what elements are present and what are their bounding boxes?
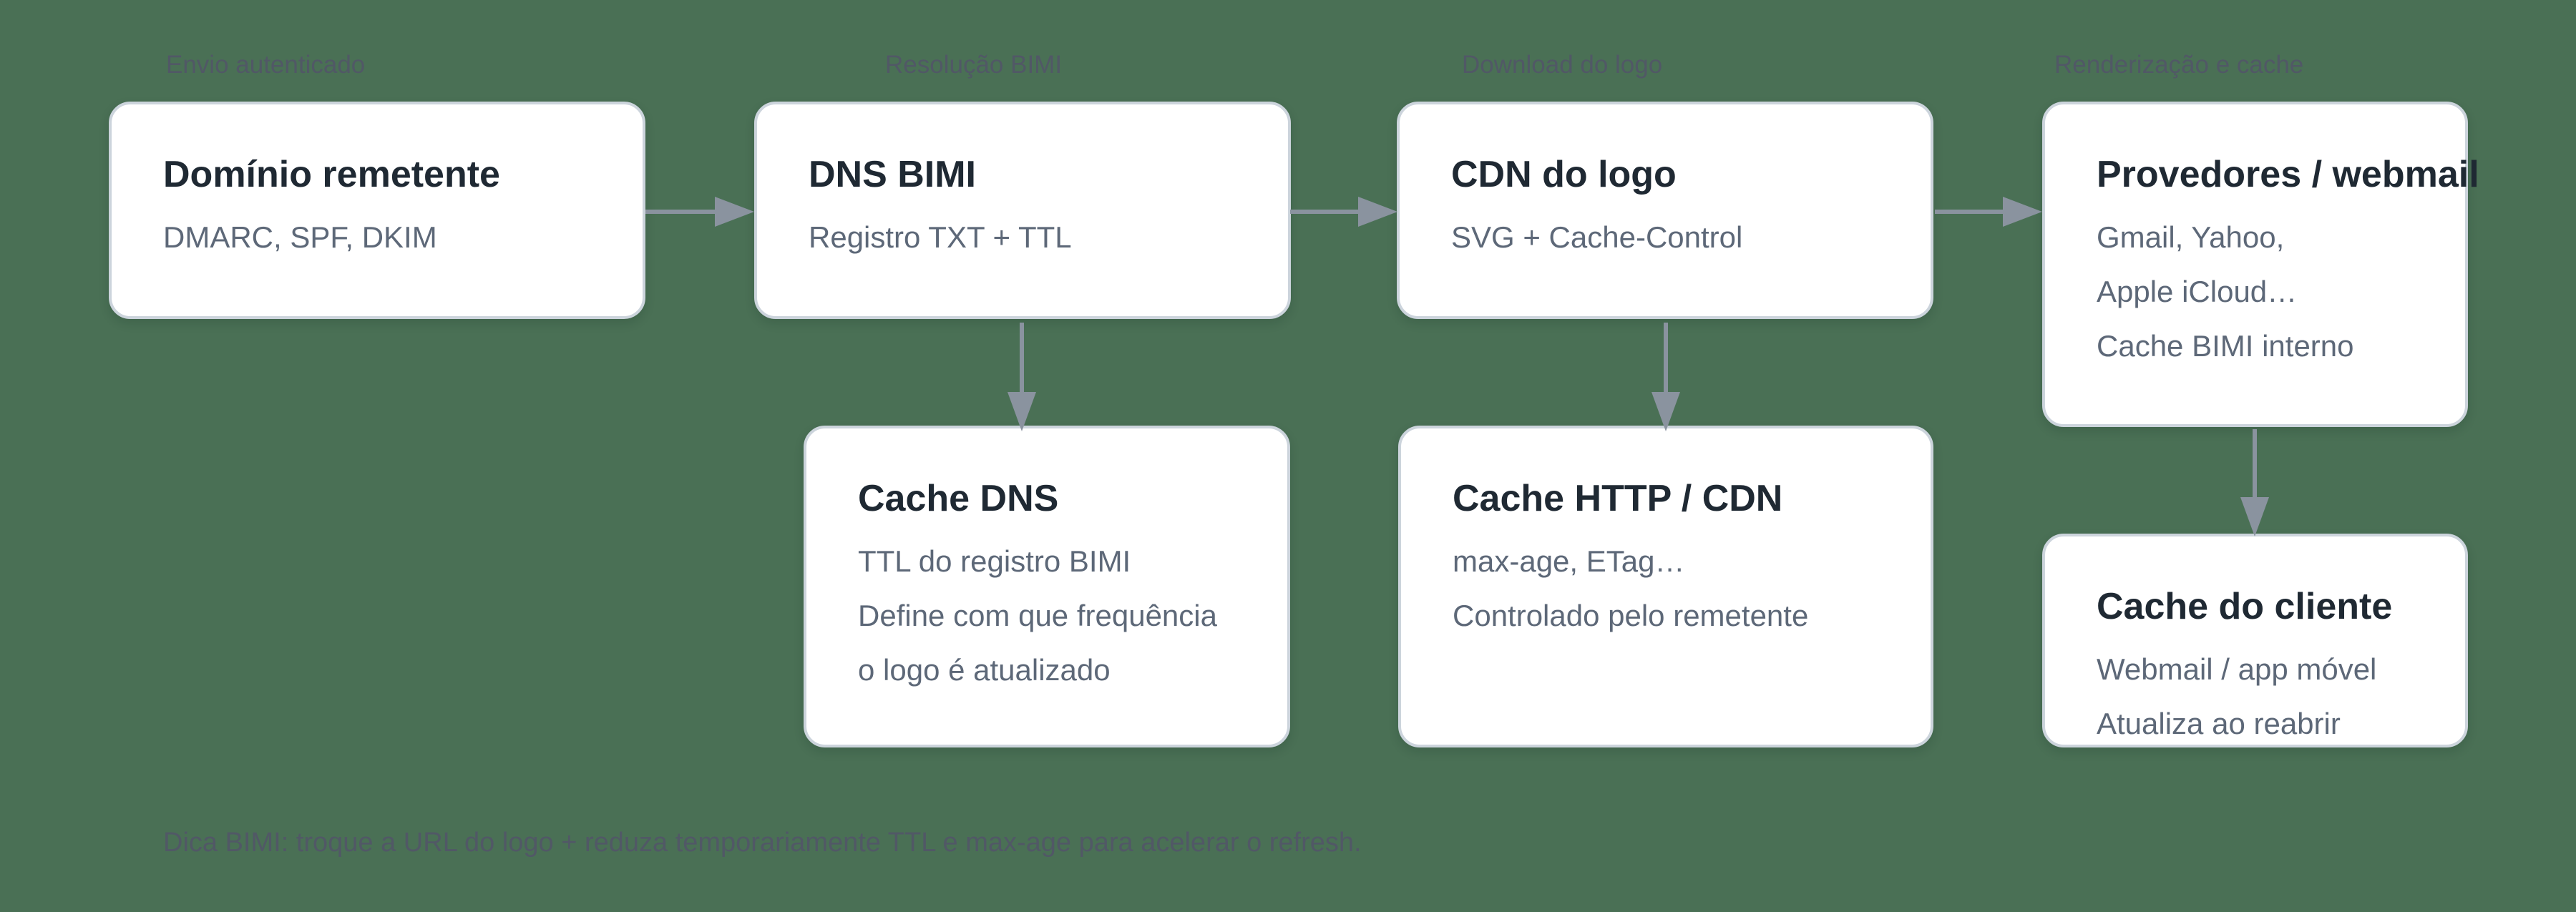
arrow-dominio-to-dns xyxy=(645,197,754,227)
arrow-shaft xyxy=(1020,323,1024,392)
node-cache-dns: Cache DNS TTL do registro BIMI Define co… xyxy=(804,426,1290,747)
node-title: Provedores / webmail xyxy=(2097,154,2479,195)
node-title: CDN do logo xyxy=(1451,154,1677,195)
arrowhead-down-icon xyxy=(2240,497,2269,536)
arrow-shaft xyxy=(1935,210,2003,214)
node-title: Cache HTTP / CDN xyxy=(1453,478,1783,519)
node-provedores-webmail: Provedores / webmail Gmail, Yahoo, Apple… xyxy=(2042,102,2479,427)
arrowhead-down-icon xyxy=(1008,392,1036,431)
node-title: Cache DNS xyxy=(858,478,1059,519)
footer-tip-caption: Dica BIMI: troque a URL do logo + reduza… xyxy=(163,828,1362,858)
node-body: SVG + Cache-Control xyxy=(1451,210,1879,265)
node-line: Controlado pelo remetente xyxy=(1453,599,1809,632)
node-line: DMARC, SPF, DKIM xyxy=(163,220,437,254)
node-body: Webmail / app móvel Atualiza ao reabrir xyxy=(2097,642,2414,751)
node-line: Define com que frequência xyxy=(858,599,1217,632)
node-body: max-age, ETag… Controlado pelo remetente xyxy=(1453,534,1879,643)
arrow-shaft xyxy=(1290,210,1358,214)
node-line: Cache BIMI interno xyxy=(2097,329,2354,363)
arrow-dns-to-cdn xyxy=(1290,197,1397,227)
arrowhead-right-icon xyxy=(715,197,754,227)
node-line: Registro TXT + TTL xyxy=(809,220,1072,254)
node-dns-bimi: DNS BIMI Registro TXT + TTL xyxy=(754,102,1291,319)
arrow-cdn-to-provedores xyxy=(1935,197,2042,227)
arrow-shaft xyxy=(1664,323,1668,392)
stage-label-envio-autenticado: Envio autenticado xyxy=(166,51,366,79)
node-cache-do-cliente: Cache do cliente Webmail / app móvel Atu… xyxy=(2042,534,2468,747)
node-line: Webmail / app móvel xyxy=(2097,652,2377,686)
node-body: TTL do registro BIMI Define com que freq… xyxy=(858,534,1236,697)
arrow-dns-to-cache-dns xyxy=(1008,323,1036,431)
node-line: TTL do registro BIMI xyxy=(858,544,1131,578)
node-line: max-age, ETag… xyxy=(1453,544,1685,578)
node-cdn-do-logo: CDN do logo SVG + Cache-Control xyxy=(1397,102,1933,319)
arrowhead-down-icon xyxy=(1652,392,1680,431)
stage-label-renderizacao-e-cache: Renderização e cache xyxy=(2054,51,2304,79)
node-line: Gmail, Yahoo, xyxy=(2097,220,2285,254)
node-cache-http-cdn: Cache HTTP / CDN max-age, ETag… Controla… xyxy=(1398,426,1933,747)
arrowhead-right-icon xyxy=(2003,197,2042,227)
arrowhead-right-icon xyxy=(1358,197,1397,227)
node-body: Gmail, Yahoo, Apple iCloud… Cache BIMI i… xyxy=(2097,210,2414,373)
node-line: Apple iCloud… xyxy=(2097,275,2298,308)
node-body: Registro TXT + TTL xyxy=(809,210,1236,265)
node-title: Domínio remetente xyxy=(163,154,500,195)
arrow-shaft xyxy=(2253,429,2257,497)
node-dominio-remetente: Domínio remetente DMARC, SPF, DKIM xyxy=(109,102,645,319)
arrow-shaft xyxy=(645,210,715,214)
node-body: DMARC, SPF, DKIM xyxy=(163,210,591,265)
stage-label-download-do-logo: Download do logo xyxy=(1462,51,1663,79)
node-line: o logo é atualizado xyxy=(858,653,1111,687)
node-line: SVG + Cache-Control xyxy=(1451,220,1743,254)
arrow-cdn-to-cache-http xyxy=(1652,323,1680,431)
stage-label-resolucao-bimi: Resolução BIMI xyxy=(885,51,1063,79)
node-line: Atualiza ao reabrir xyxy=(2097,707,2341,740)
arrow-provedores-to-cache-cliente xyxy=(2240,429,2269,536)
node-title: DNS BIMI xyxy=(809,154,976,195)
node-title: Cache do cliente xyxy=(2097,586,2393,627)
